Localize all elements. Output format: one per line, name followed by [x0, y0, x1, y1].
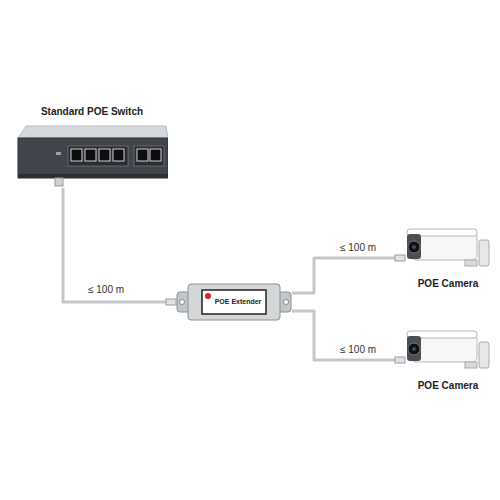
camera-node: POE Camera [405, 226, 491, 296]
device-label: POE Extender [215, 298, 262, 305]
device-caption: POE Camera [418, 278, 479, 289]
camera-node: POE Camera [405, 328, 491, 398]
cable-length: ≤ 100 m [86, 284, 126, 295]
network-cable [63, 188, 176, 302]
rj45-plug [166, 299, 176, 305]
poe-camera [405, 328, 491, 378]
rj45-plug [395, 255, 405, 261]
network-cable [292, 311, 405, 360]
cable-length: ≤ 100 m [338, 344, 378, 355]
device-caption: Standard POE Switch [41, 106, 143, 117]
poe-camera [405, 226, 491, 276]
switch-node: Standard POE Switch [16, 104, 168, 188]
network-cable [292, 258, 405, 293]
device-caption: POE Camera [418, 380, 479, 391]
cable-length: ≤ 100 m [338, 242, 378, 253]
poe-switch [16, 124, 168, 188]
extender-node: POE Extender [176, 283, 292, 321]
rj45-plug [395, 357, 405, 363]
